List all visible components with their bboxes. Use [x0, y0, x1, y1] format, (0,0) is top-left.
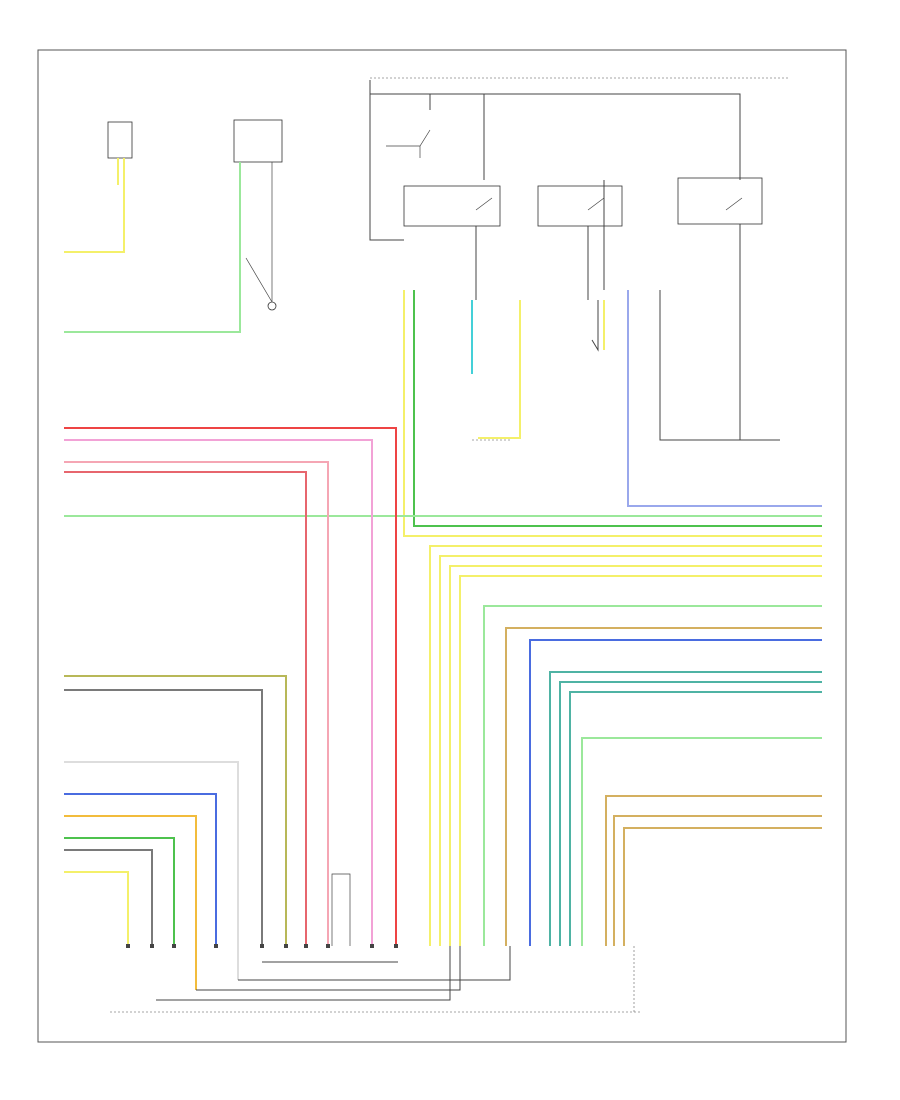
- connector-pin: [150, 944, 154, 948]
- top-left-module: [64, 121, 133, 253]
- gray-wire-lower: [64, 849, 153, 946]
- red-wire: [64, 427, 397, 946]
- blue-wire-right: [529, 639, 822, 946]
- teal-wire-1: [549, 671, 822, 946]
- yellow-wire-5: [459, 575, 822, 946]
- connector-pin: [214, 944, 218, 948]
- lightpink-wire: [64, 461, 329, 946]
- connector-pin: [326, 944, 330, 948]
- connector-pin: [260, 944, 264, 948]
- orange-wire: [64, 815, 197, 990]
- connector-pin: [172, 944, 176, 948]
- yellow-wire-2: [429, 545, 822, 946]
- blue-wire: [64, 793, 217, 946]
- yellow-wire-4: [449, 565, 822, 946]
- connector-pin: [284, 944, 288, 948]
- teal-wire-2: [559, 681, 822, 946]
- green-wire-lower: [64, 837, 175, 946]
- lightgreen-wire-right: [483, 605, 822, 946]
- connector-pin: [394, 944, 398, 948]
- connector-pin: [304, 944, 308, 948]
- green-feed-wire: [64, 162, 241, 333]
- top-left-wire: [64, 158, 125, 253]
- tan-wire-2: [613, 815, 822, 946]
- tan-wire-right: [505, 627, 822, 946]
- pink-wire: [64, 439, 373, 946]
- green-wire-bus: [413, 290, 822, 527]
- olive-wire: [64, 675, 287, 946]
- tan-wire-3: [623, 827, 822, 946]
- bottom-connector: [110, 873, 640, 1013]
- connector-pin: [126, 944, 130, 948]
- teal-wire-3: [569, 691, 822, 946]
- tan-wire-1: [605, 795, 822, 946]
- lightgreen-wire-lower-right: [581, 737, 822, 946]
- switch-bank: [369, 77, 790, 441]
- diagram-border: [37, 49, 847, 1043]
- yellow-wire-3: [439, 555, 822, 946]
- white-wire: [64, 761, 239, 980]
- connector-pin: [370, 944, 374, 948]
- upper-center-module: [64, 119, 283, 333]
- gray-wire: [64, 689, 263, 946]
- yellow-switch-wire: [478, 300, 521, 439]
- redpink-wire: [64, 471, 307, 946]
- yellow-wire-lower: [64, 871, 129, 946]
- lightblue-wire: [627, 290, 822, 507]
- yellow-wire-1: [403, 290, 822, 537]
